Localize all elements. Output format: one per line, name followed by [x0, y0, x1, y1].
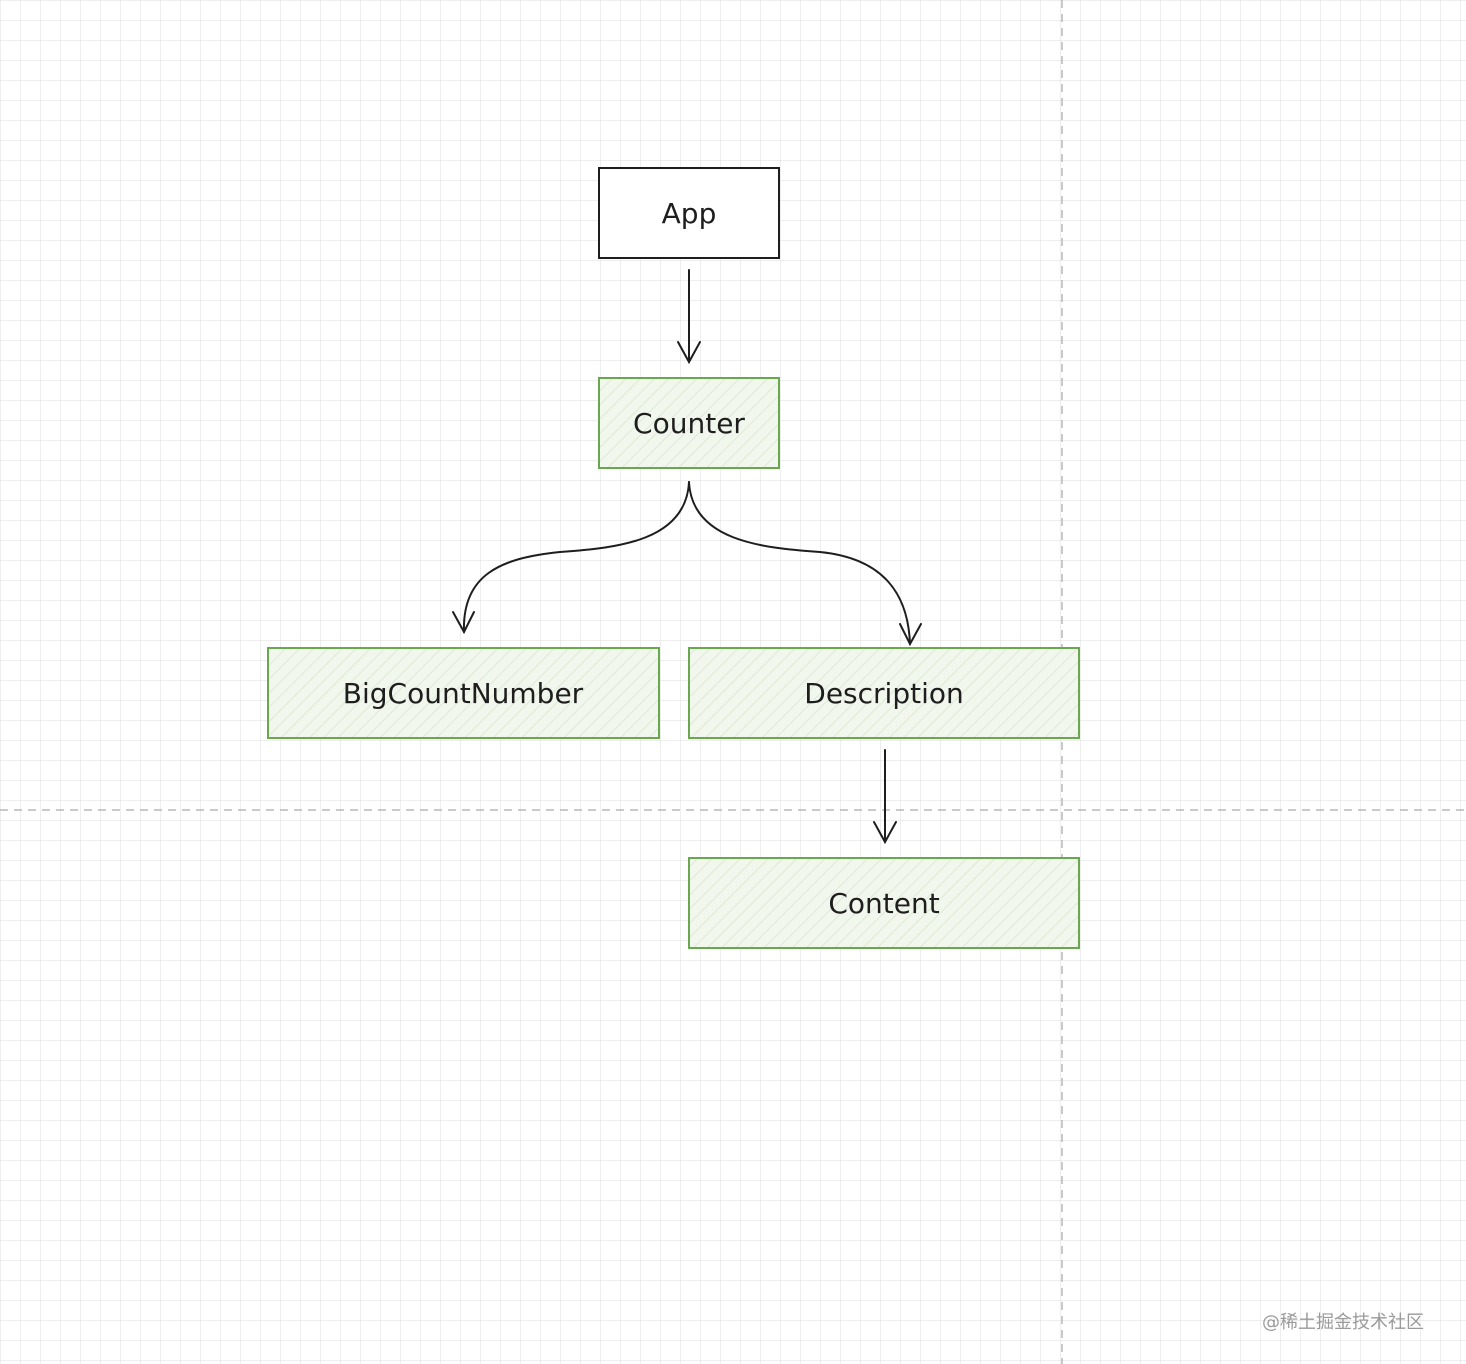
node-app-label: App: [662, 197, 717, 230]
node-counter[interactable]: Counter: [598, 377, 780, 469]
edge-counter-bigcountnumber: [452, 481, 690, 635]
node-counter-label: Counter: [633, 407, 745, 440]
node-bigcountnumber-label: BigCountNumber: [343, 677, 584, 710]
edge-description-content: [873, 749, 897, 845]
node-bigcountnumber[interactable]: BigCountNumber: [267, 647, 660, 739]
edge-app-counter: [677, 269, 701, 365]
node-app[interactable]: App: [598, 167, 780, 259]
edge-counter-description: [688, 481, 922, 647]
node-content[interactable]: Content: [688, 857, 1080, 949]
node-content-label: Content: [828, 887, 939, 920]
node-description[interactable]: Description: [688, 647, 1080, 739]
node-description-label: Description: [804, 677, 963, 710]
watermark: @稀土掘金技术社区: [1262, 1312, 1424, 1333]
